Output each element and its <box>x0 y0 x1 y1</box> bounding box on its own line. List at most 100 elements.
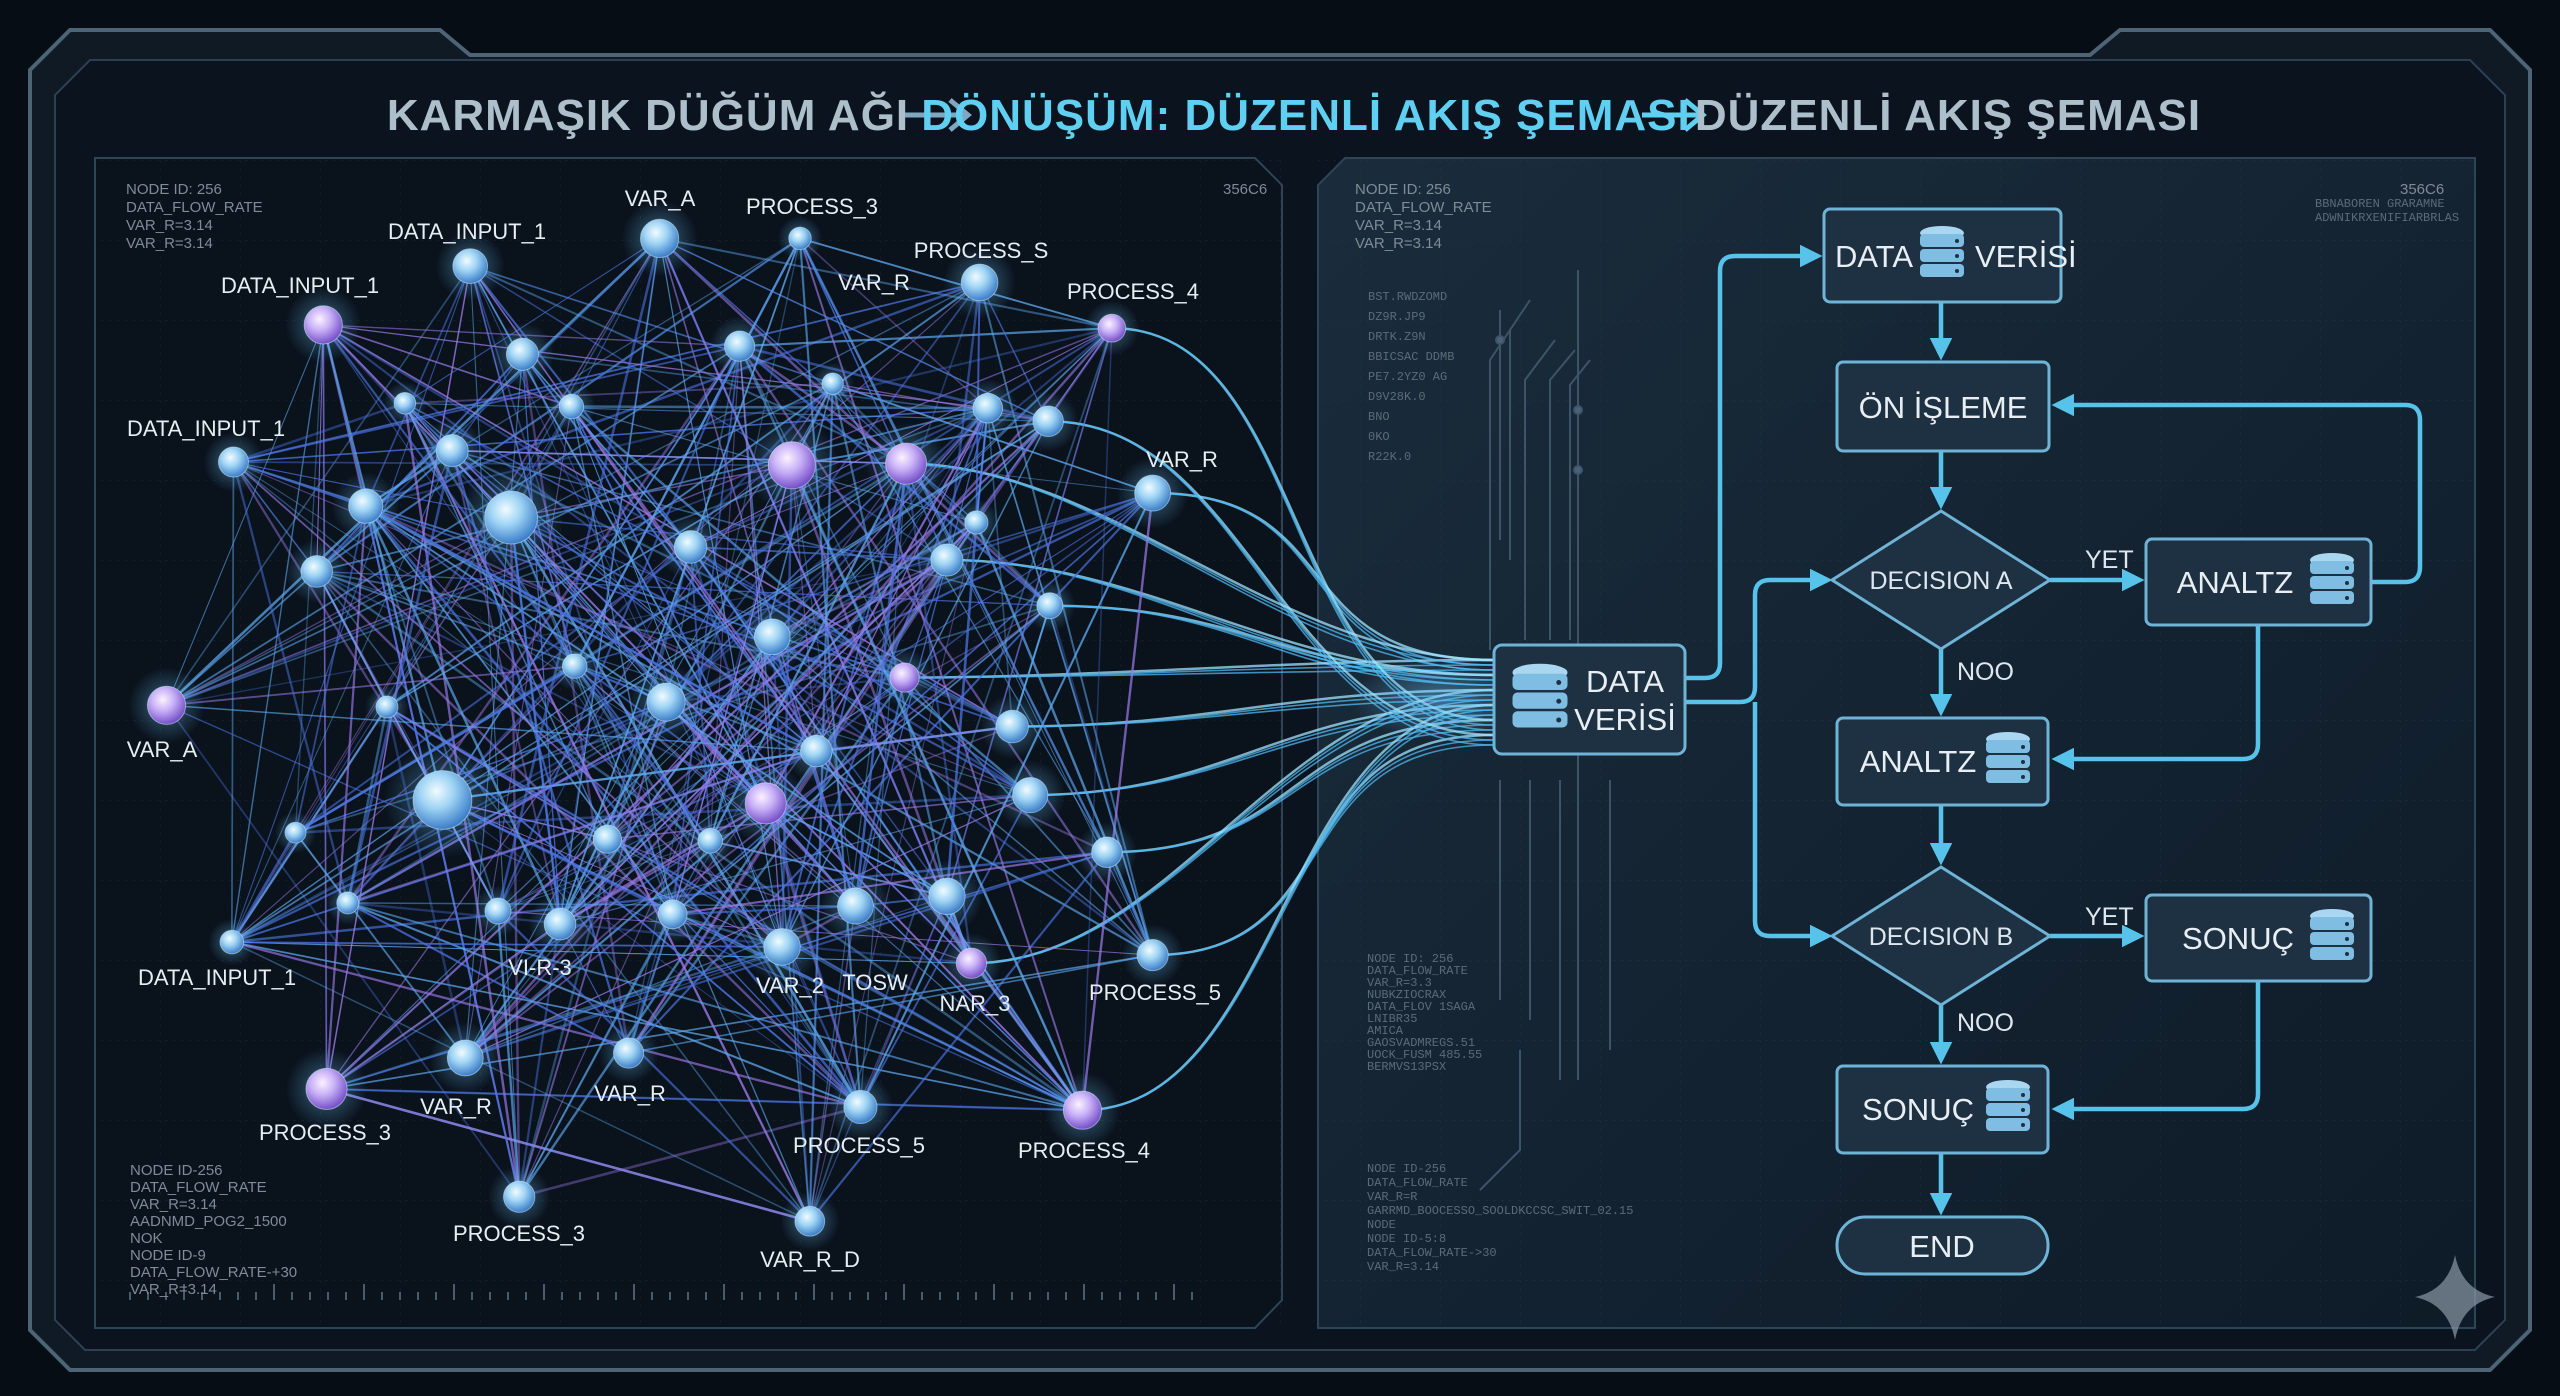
title-complex-network: KARMAŞIK DÜĞÜM AĞI <box>387 90 909 140</box>
network-node[interactable] <box>767 441 816 490</box>
network-node[interactable] <box>484 490 538 545</box>
network-edge <box>690 546 947 561</box>
network-node[interactable] <box>412 770 473 830</box>
meta-line: VAR_R=3.14 <box>130 1281 217 1298</box>
network-edge <box>975 521 1154 956</box>
network-node[interactable] <box>303 305 343 345</box>
network-edge <box>325 420 1049 1090</box>
network-edge <box>166 324 324 706</box>
network-edge <box>816 725 1013 753</box>
source-data-node[interactable]: DATA VERİSİ <box>1492 643 1687 756</box>
decision-a-diamond[interactable]: DECISION A <box>1829 509 2053 651</box>
network-node[interactable] <box>558 393 585 420</box>
network-edge <box>316 570 905 679</box>
network-node[interactable] <box>889 662 920 693</box>
network-edge <box>906 463 1153 494</box>
network-node[interactable] <box>928 877 966 916</box>
network-node[interactable] <box>613 1037 645 1069</box>
network-edge <box>1081 492 1154 1111</box>
network-node[interactable] <box>300 555 334 588</box>
network-node[interactable] <box>972 392 1004 424</box>
network-node[interactable] <box>837 887 874 925</box>
network-node[interactable] <box>1062 1090 1103 1130</box>
network-node[interactable] <box>484 897 512 925</box>
title-transformation: DÖNÜŞÜM: DÜZENLİ AKIŞ ŞEMASI <box>921 91 1691 140</box>
network-node[interactable] <box>885 442 928 485</box>
analyze-right-box[interactable]: ANALTZ <box>2144 537 2373 627</box>
result-right-box[interactable]: SONUÇ <box>2144 893 2373 983</box>
network-node[interactable] <box>336 891 360 915</box>
network-node[interactable] <box>503 1180 536 1213</box>
network-node[interactable] <box>284 821 307 844</box>
network-node[interactable] <box>930 543 964 577</box>
network-edge <box>606 838 861 1108</box>
network-node[interactable] <box>348 488 384 524</box>
network-node[interactable] <box>788 226 812 251</box>
network-edge <box>946 492 1153 562</box>
network-node[interactable] <box>646 682 686 722</box>
node-label: VAR_A <box>127 737 198 762</box>
network-edge <box>230 462 235 943</box>
network-node[interactable] <box>543 907 577 941</box>
network-edge <box>404 237 660 404</box>
node-label: VAR_R <box>1146 447 1218 472</box>
network-node[interactable] <box>995 709 1029 744</box>
node-label: TOSW <box>842 970 908 995</box>
network-node[interactable] <box>435 434 469 468</box>
network-node[interactable] <box>843 1089 878 1125</box>
network-node[interactable] <box>753 618 791 656</box>
network-edge <box>518 546 692 1198</box>
preprocess-box[interactable]: ÖN İŞLEME <box>1835 360 2051 453</box>
network-node[interactable] <box>794 1205 826 1237</box>
network-node[interactable] <box>592 824 622 854</box>
network-node[interactable] <box>561 653 588 679</box>
network-edge <box>571 405 988 410</box>
network-node[interactable] <box>146 685 187 725</box>
network-edge <box>497 546 692 912</box>
network-node[interactable] <box>393 391 417 415</box>
decision-b-diamond[interactable]: DECISION B <box>1829 865 2053 1007</box>
left-meta-top: NODE ID: 256DATA_FLOW_RATEVAR_R=3.14VAR_… <box>126 181 263 252</box>
network-node[interactable] <box>217 446 249 478</box>
network-node[interactable] <box>697 828 723 854</box>
network-node[interactable] <box>955 947 988 979</box>
right-meta-top: NODE ID: 256DATA_FLOW_RATEVAR_R=3.14VAR_… <box>1355 181 1492 252</box>
network-edge <box>672 913 1083 1111</box>
network-node[interactable] <box>657 899 688 930</box>
network-edge <box>771 636 1154 956</box>
network-node[interactable] <box>639 218 680 258</box>
network-node[interactable] <box>1032 405 1064 437</box>
network-edge <box>364 505 562 925</box>
top-data-box[interactable]: DATA VERİSİ <box>1822 207 2077 304</box>
network-node[interactable] <box>821 372 844 395</box>
network-node[interactable] <box>1134 474 1172 512</box>
network-node[interactable] <box>505 337 539 371</box>
network-edge <box>771 635 1031 797</box>
network-node[interactable] <box>800 734 833 768</box>
network-node[interactable] <box>723 330 756 362</box>
network-node[interactable] <box>1091 836 1123 868</box>
noise-line: DZ9R.JP9 <box>1368 310 1426 324</box>
network-node[interactable] <box>219 929 245 955</box>
network-node[interactable] <box>1036 592 1064 620</box>
network-node[interactable] <box>1012 776 1049 814</box>
network-node[interactable] <box>1136 939 1169 972</box>
network-edge <box>364 505 862 1108</box>
network-node[interactable] <box>744 782 787 825</box>
meta-line: GAOSVADMREGS.51 <box>1367 1036 1475 1050</box>
network-node[interactable] <box>446 1039 484 1077</box>
network-edge <box>386 706 608 841</box>
end-terminal[interactable]: END <box>1835 1215 2050 1276</box>
analyze-mid-box[interactable]: ANALTZ <box>1835 716 2050 807</box>
network-node[interactable] <box>452 248 489 284</box>
network-node[interactable] <box>763 928 801 966</box>
network-node[interactable] <box>960 263 999 302</box>
result-bottom-box[interactable]: SONUÇ <box>1835 1064 2050 1155</box>
network-node[interactable] <box>305 1067 348 1111</box>
meta-line: NUBKZIOCRAX <box>1367 988 1446 1002</box>
network-node[interactable] <box>375 695 399 719</box>
network-node[interactable] <box>673 530 708 564</box>
right-meta-mid: NODE ID: 256DATA_FLOW_RATEVAR_R=3.3NUBKZ… <box>1367 952 1482 1074</box>
network-node[interactable] <box>1097 313 1127 343</box>
network-node[interactable] <box>964 510 989 535</box>
